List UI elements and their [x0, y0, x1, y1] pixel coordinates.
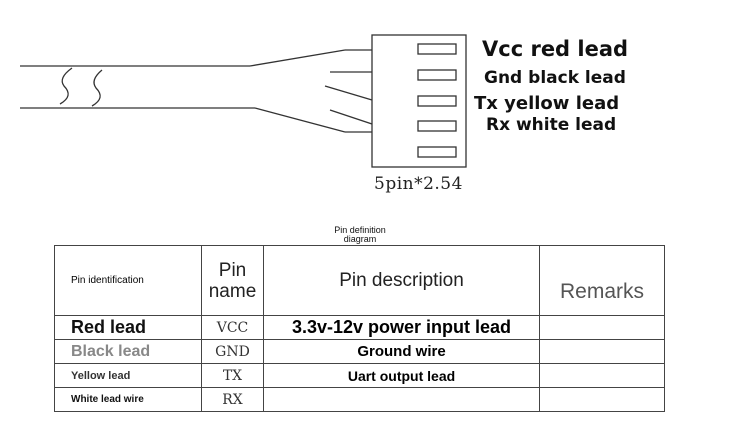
header-pin-description: Pin description: [263, 245, 540, 316]
pin-definition-table: Pin identification Pin name Pin descript…: [54, 245, 665, 412]
pin-slot: [417, 69, 457, 81]
row-remarks: [539, 387, 665, 412]
table-title: Pin definition diagram: [300, 226, 420, 244]
row-remarks: [539, 363, 665, 388]
row-lead: White lead wire: [54, 387, 202, 412]
row-pin: GND: [201, 339, 264, 364]
pin-slot: [417, 43, 457, 55]
row-description: Uart output lead: [263, 363, 540, 388]
row-remarks: [539, 339, 665, 364]
cable-break-mark: [91, 69, 103, 107]
table-title-line: Pin definition: [334, 225, 386, 235]
header-remarks: Remarks: [539, 245, 665, 316]
cable-taper: [254, 107, 346, 133]
row-description: Ground wire: [263, 339, 540, 364]
row-lead: Yellow lead: [54, 363, 202, 388]
row-description: 3.3v-12v power input lead: [263, 315, 540, 340]
cable-taper: [249, 49, 346, 67]
row-pin: TX: [201, 363, 264, 388]
connector-housing: [371, 34, 467, 168]
pin-slot: [417, 120, 457, 132]
wire: [324, 85, 373, 101]
rx-lead-label: Rx white lead: [486, 115, 617, 135]
table-row: Red lead VCC 3.3v-12v power input lead: [54, 315, 665, 340]
gnd-lead-label: Gnd black lead: [484, 68, 626, 88]
wire: [329, 109, 373, 125]
header-pin-name-line: Pin: [218, 259, 247, 281]
vcc-lead-label: Vcc red lead: [482, 37, 629, 61]
pin-slot: [417, 95, 457, 107]
table-header-row: Pin identification Pin name Pin descript…: [54, 245, 665, 316]
cable-break-mark: [59, 67, 73, 105]
row-lead: Red lead: [54, 315, 202, 340]
row-pin: RX: [201, 387, 264, 412]
connector-diagram: [20, 34, 467, 168]
header-pin-name-line: name: [208, 280, 257, 302]
table-row: White lead wire RX: [54, 387, 665, 412]
tx-lead-label: Tx yellow lead: [474, 93, 620, 114]
table-row: Black lead GND Ground wire: [54, 339, 665, 364]
table-row: Yellow lead TX Uart output lead: [54, 363, 665, 388]
header-pin-name: Pin name: [201, 245, 264, 316]
header-pin-identification: Pin identification: [54, 245, 202, 316]
row-lead: Black lead: [54, 339, 202, 364]
row-pin: VCC: [201, 315, 264, 340]
row-description: [263, 387, 540, 412]
row-remarks: [539, 315, 665, 340]
connector-caption: 5pin*2.54: [374, 174, 463, 194]
pin-slot: [417, 146, 457, 158]
table-title-line: diagram: [343, 234, 377, 244]
